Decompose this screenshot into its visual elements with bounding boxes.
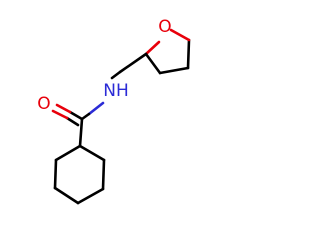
bond-ch-1 (54, 144, 82, 162)
thf-ring (144, 28, 191, 75)
bond-ch2-n-c (110, 70, 122, 80)
bond-co-double-2a (65, 116, 80, 127)
bond-c2-ch2 (118, 52, 148, 74)
ring-oxygen-label: O (158, 17, 171, 37)
bond-co-double-2b (51, 109, 69, 120)
bond-ch-2 (53, 158, 58, 190)
bond-c5-o (169, 28, 191, 42)
bond-ch-6 (78, 144, 106, 162)
bond-ch-5 (101, 158, 106, 191)
cyclohexane-ring (53, 144, 106, 205)
bond-c4-c5 (186, 38, 191, 70)
amide-nitrogen-label: NH (103, 81, 129, 101)
carbonyl-oxygen-label: O (37, 94, 50, 114)
bond-ch-4 (76, 187, 105, 205)
bond-c2-c3 (144, 52, 162, 75)
bond-o-c2 (144, 40, 161, 56)
bond-co-double-1b (55, 103, 72, 114)
structure-canvas: O O NH (37, 17, 191, 205)
bond-ch-3 (53, 186, 80, 205)
bond-carbonyl-cyclohexyl (78, 117, 84, 148)
bond-n-carbonyl (87, 101, 105, 116)
molecule-drawing: O O NH (37, 17, 191, 205)
bond-co-double-1a (68, 110, 84, 121)
bond-n-carbonyl-c (80, 112, 91, 121)
bond-c3-c4 (158, 66, 190, 75)
